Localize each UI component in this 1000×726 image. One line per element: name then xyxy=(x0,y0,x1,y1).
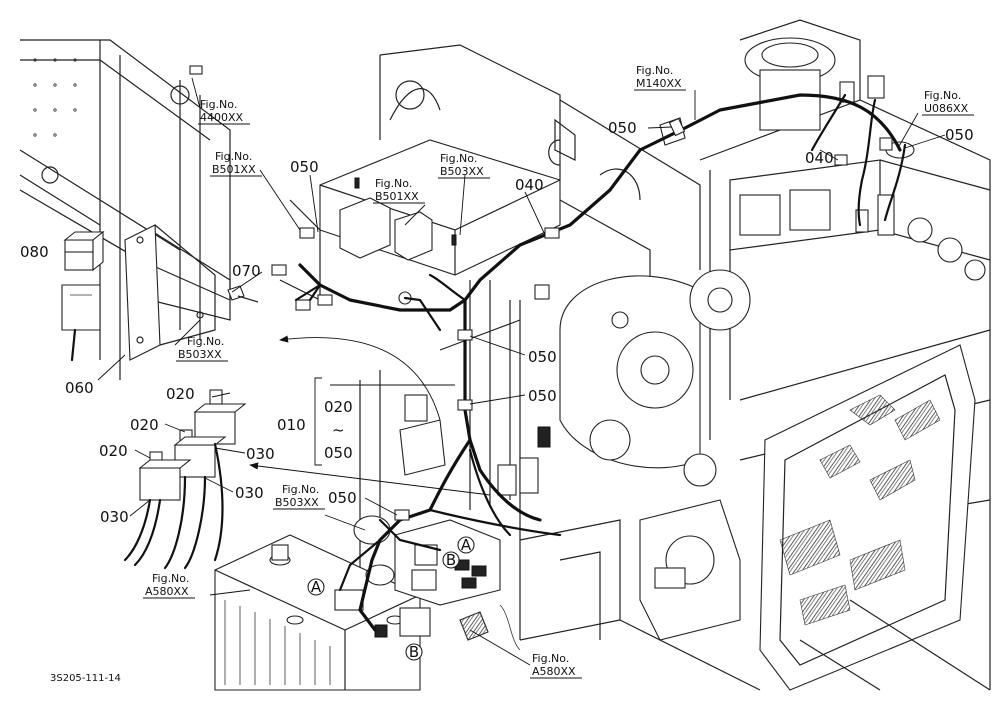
fig-ref-m140-prefix: Fig.No. xyxy=(636,64,673,77)
engine-guard-plate xyxy=(759,344,976,691)
fig-ref-b503c-prefix: Fig.No. xyxy=(282,483,319,496)
engine-sensors xyxy=(659,75,915,236)
fig-ref-b501b-prefix: Fig.No. xyxy=(375,177,412,190)
marker-b-upper-label: B xyxy=(446,551,456,569)
callout-020-bottom: 020 xyxy=(99,442,128,460)
bolt-070 xyxy=(227,285,259,303)
exploded-view-arrow-upper xyxy=(279,335,441,421)
fig-ref-b503a-prefix: Fig.No. xyxy=(440,152,477,165)
fuse-holders-exploded xyxy=(123,389,247,570)
fig-ref-u086: U086XX xyxy=(924,102,969,115)
fig-ref-a580a: A580XX xyxy=(145,585,189,598)
fig-ref-a580b-prefix: Fig.No. xyxy=(532,652,569,665)
fig-ref-b503b: B503XX xyxy=(178,348,222,361)
fig-ref-underlines xyxy=(143,89,974,679)
callout-labels: 010 020 ~ 050 020 020 020 030 030 030 04… xyxy=(20,119,974,526)
cable-ties xyxy=(299,117,893,521)
fig-ref-b501a-prefix: Fig.No. xyxy=(215,150,252,163)
figure-references: Fig.No. 4400XX Fig.No. B501XX Fig.No. B5… xyxy=(145,64,969,678)
callout-050-engine: 050 xyxy=(945,126,974,144)
fig-ref-a580a-prefix: Fig.No. xyxy=(152,572,189,585)
callout-060: 060 xyxy=(65,379,94,397)
drawing-code: 3S205-111-14 xyxy=(50,673,121,684)
battery xyxy=(214,534,421,691)
callout-020-range-start: 020 xyxy=(324,398,353,416)
exploded-view-arrow-lower xyxy=(249,462,491,496)
fig-ref-b503c: B503XX xyxy=(275,496,319,509)
callout-030-upper: 030 xyxy=(246,445,275,463)
callout-020-middle: 020 xyxy=(130,416,159,434)
callout-050-range-end: 050 xyxy=(324,444,353,462)
fig-ref-a580b: A580XX xyxy=(532,665,576,678)
callout-040-box: 040 xyxy=(515,176,544,194)
relay-080 xyxy=(61,230,105,362)
callout-range-tilde: ~ xyxy=(332,421,345,439)
callout-030-left: 030 xyxy=(100,508,129,526)
marker-b-lower: B xyxy=(405,643,423,661)
callout-040-engine: 040 xyxy=(805,149,834,167)
marker-a-lower-label: A xyxy=(311,578,322,596)
leader-lines xyxy=(65,77,946,666)
callout-050-top: 050 xyxy=(608,119,637,137)
callout-070: 070 xyxy=(232,262,261,280)
callout-bracket-010 xyxy=(314,377,322,466)
wire-harness xyxy=(294,93,907,651)
marker-a-upper-label: A xyxy=(461,536,472,554)
callout-050-stand-upper: 050 xyxy=(528,348,557,366)
marker-a-lower: A xyxy=(307,578,325,596)
callout-080: 080 xyxy=(20,243,49,261)
fig-ref-u086-prefix: Fig.No. xyxy=(924,89,961,102)
fig-ref-4400: 4400XX xyxy=(200,111,244,124)
callout-020-top: 020 xyxy=(166,385,195,403)
fig-ref-m140: M140XX xyxy=(636,77,682,90)
fig-ref-b503a: B503XX xyxy=(440,165,484,178)
callout-050-battery: 050 xyxy=(328,489,357,507)
marker-b-lower-label: B xyxy=(409,643,419,661)
marker-a-upper: A xyxy=(457,536,475,554)
control-box xyxy=(279,139,561,301)
relay-bracket xyxy=(124,224,216,361)
fig-ref-b501b: B501XX xyxy=(375,190,419,203)
harness-connectors xyxy=(271,264,551,496)
callout-010: 010 xyxy=(277,416,306,434)
chassis-frame xyxy=(19,39,231,380)
fig-ref-b503b-prefix: Fig.No. xyxy=(187,335,224,348)
marker-b-upper: B xyxy=(442,551,460,569)
fig-ref-4400-prefix: Fig.No. xyxy=(200,98,237,111)
engine xyxy=(559,19,991,690)
callout-050-stand-lower: 050 xyxy=(528,387,557,405)
fig-ref-b501a: B501XX xyxy=(212,163,256,176)
base-frame xyxy=(519,519,991,691)
callout-050-box-left: 050 xyxy=(290,158,319,176)
callout-030-right: 030 xyxy=(235,484,264,502)
